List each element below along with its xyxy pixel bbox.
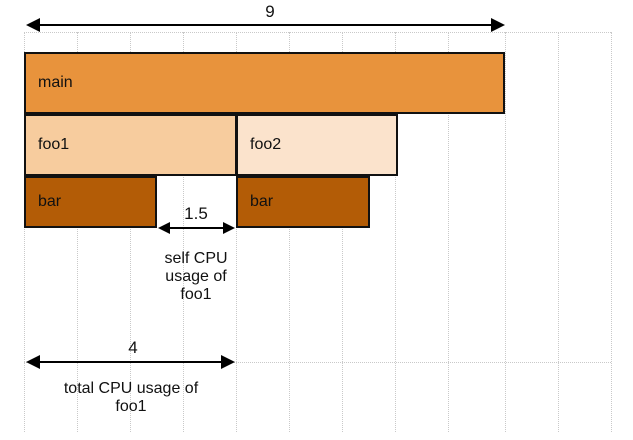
frame-main[interactable]: main [24, 52, 505, 114]
grid-guide-top [24, 32, 611, 33]
frame-label: foo1 [38, 136, 70, 153]
frame-foo2[interactable]: foo2 [236, 114, 398, 176]
annotation-caption-total-foo1: total CPU usage of foo1 [63, 380, 199, 415]
gridline [183, 32, 184, 432]
frame-foo1[interactable]: foo1 [24, 114, 237, 176]
arrow-line [170, 227, 223, 229]
annotation-arrow-total-main [26, 18, 505, 32]
gridline [558, 32, 559, 432]
annotation-value-total-main: 9 [265, 2, 275, 21]
frame-label: bar [38, 193, 62, 210]
frame-label: foo2 [250, 136, 282, 153]
arrow-head-right-icon [223, 222, 235, 234]
gridline [24, 32, 25, 432]
arrow-head-left-icon [158, 222, 170, 234]
gridline [611, 32, 612, 432]
arrow-line [40, 24, 491, 26]
gridline [130, 32, 131, 432]
gridline [77, 32, 78, 432]
annotation-value-self-foo1: 1.5 [184, 204, 208, 223]
gridline [395, 32, 396, 432]
frame-label: bar [250, 193, 274, 210]
arrow-head-left-icon [26, 18, 40, 32]
gridline [342, 32, 343, 432]
frame-bar-under-foo1[interactable]: bar [24, 176, 157, 228]
annotation-caption-self-foo1: self CPU usage of foo1 [164, 250, 228, 303]
arrow-head-right-icon [221, 355, 235, 369]
arrow-head-right-icon [491, 18, 505, 32]
gridline [289, 32, 290, 432]
arrow-head-left-icon [26, 355, 40, 369]
gridline [236, 32, 237, 432]
annotation-value-total-foo1: 4 [128, 338, 138, 357]
gridline [505, 32, 506, 432]
grid-guide-bottom [24, 362, 611, 363]
annotation-arrow-total-foo1 [26, 355, 235, 369]
arrow-line [40, 361, 221, 363]
frame-bar-under-foo2[interactable]: bar [236, 176, 370, 228]
frame-label: main [38, 74, 73, 91]
gridline [448, 32, 449, 432]
annotation-arrow-self-foo1 [158, 222, 235, 234]
